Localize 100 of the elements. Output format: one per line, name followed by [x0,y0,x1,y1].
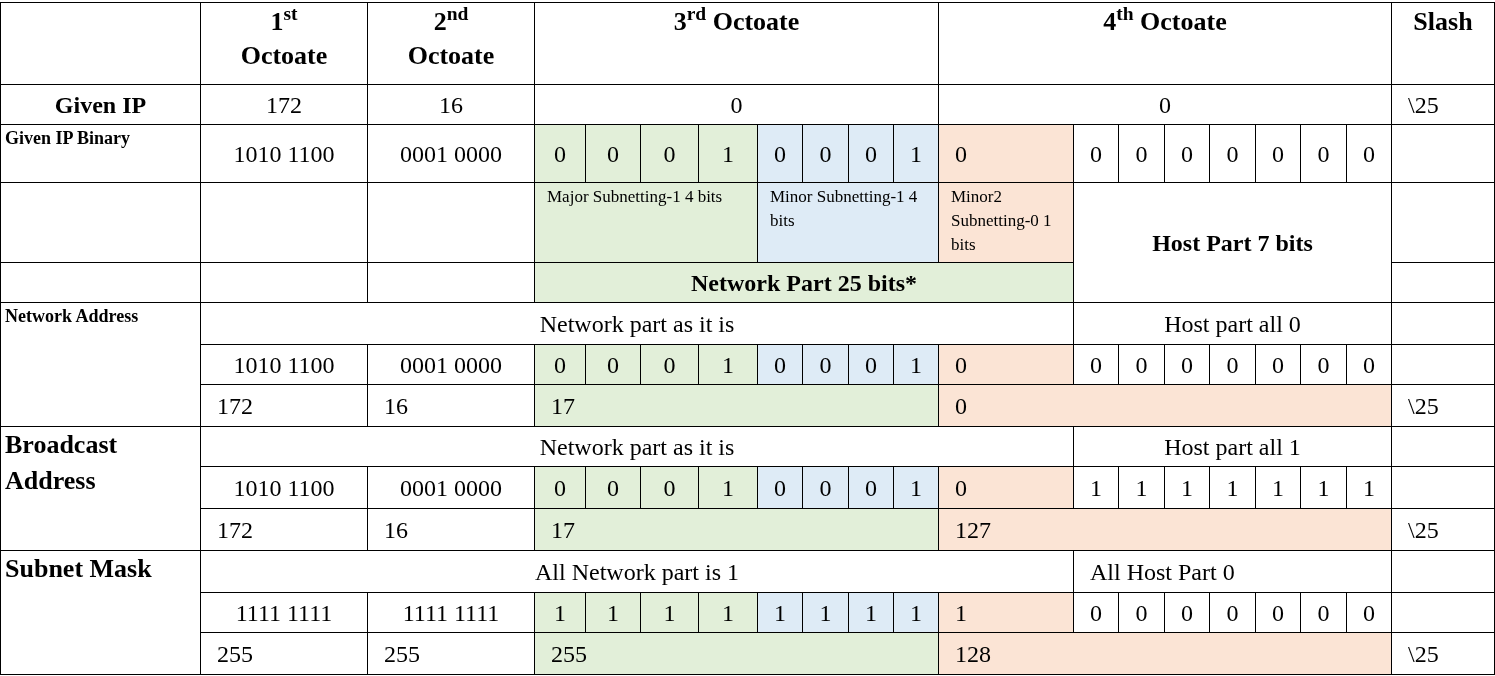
cell-text: 0 [819,350,832,380]
cell-text: Network part as it is [539,432,735,462]
cell-text: 1 [1363,473,1375,503]
cell-text: 1 [1181,473,1193,503]
cell-text: 0 [1363,139,1375,169]
cell-text: 0 [1181,598,1193,628]
cell-text: 0 [554,139,566,169]
row-label: Subnet Mask [5,553,152,585]
cell-text: 0 [955,139,967,169]
cell-text: 0 [1135,139,1148,169]
cell-text: Minor Subnetting-1 4 bits [770,186,919,232]
row-label: Network Address [5,305,139,327]
cell-text: 0 [607,473,619,503]
cell-text: 1 [910,598,922,628]
cell-text: 1 [554,598,566,628]
cell-text: 1111 1111 [402,598,500,628]
cell-text: 1 [607,598,619,628]
cell-text: 1 [722,139,734,169]
cell-text: 0001 0000 [400,139,502,169]
cell-text: 1 [819,598,832,628]
cell-text: 0 [1181,350,1193,380]
cell-text: 0 [1317,598,1330,628]
cell-text: All Network part is 1 [535,557,739,587]
column-header: 2$^{nd}$ Octoate [406,5,496,72]
cell-text: 0 [607,139,619,169]
cell-text: 0 [819,473,832,503]
cell-text: 1 [722,473,734,503]
cell-text: 172 [217,515,253,545]
row-label: Given IP [54,90,147,120]
cell-text: 1 [865,598,877,628]
cell-text: 0 [1317,139,1330,169]
cell-text: Minor2 Subnetting-0 1 bits [951,186,1053,256]
column-header: Slash [1413,6,1473,38]
cell-text: Host Part 7 bits [1152,228,1313,258]
cell-text: 0 [1272,598,1284,628]
cell-text: 0 [774,350,786,380]
cell-text: 0 [1226,139,1239,169]
column-header: 4$^{th}$ Octoate [1103,5,1227,38]
cell-text: All Host Part 0 [1090,557,1235,587]
cell-text: 0 [865,473,877,503]
cell-text: 0 [1135,598,1148,628]
cell-text: 1 [722,598,734,628]
cell-text: 0 [1226,350,1239,380]
cell-text: 0 [1363,598,1375,628]
cell-text: 0 [663,350,676,380]
cell-text: 17 [551,515,575,545]
cell-text: 17 [551,391,575,421]
cell-text: 16 [439,90,463,120]
cell-text: Host part all 0 [1164,309,1301,339]
cell-text: 0 [554,350,566,380]
cell-text: \25 [1408,639,1439,669]
cell-text: 0 [774,473,786,503]
cell-text: 1111 1111 [235,598,333,628]
cell-text: 0 [1090,598,1102,628]
cell-text: 255 [217,639,253,669]
cell-text: 127 [955,515,991,545]
cell-text: 1010 1100 [233,350,335,380]
cell-text: 255 [551,639,587,669]
cell-text: 0 [955,350,967,380]
cell-text: 0 [663,473,676,503]
row-label: Given IP Binary [5,127,130,149]
cell-text: 0 [1317,350,1330,380]
cell-text: 0 [1272,350,1284,380]
cell-text: 0 [607,350,619,380]
cell-text: 0 [1226,598,1239,628]
cell-text: 1 [1090,473,1102,503]
cell-text: 0 [1090,139,1102,169]
cell-text: 0 [955,473,967,503]
cell-text: 1 [1135,473,1148,503]
cell-text: 16 [384,391,408,421]
cell-text: 0001 0000 [400,350,502,380]
cell-text: 0 [1272,139,1284,169]
cell-text: 1 [1317,473,1330,503]
cell-text: 172 [266,90,302,120]
cell-text: 172 [217,391,253,421]
cell-text: 0 [663,139,676,169]
cell-text: 0 [955,391,967,421]
cell-text: 1 [663,598,676,628]
cell-text: 0 [1159,90,1171,120]
cell-text: 0001 0000 [400,473,502,503]
cell-text: \25 [1408,515,1439,545]
cell-text: 0 [819,139,832,169]
cell-text: Host part all 1 [1164,432,1301,462]
cell-text: 1 [722,350,734,380]
row-label: Broadcast Address [5,429,119,497]
cell-text: 1 [910,139,922,169]
cell-text: 0 [774,139,786,169]
cell-text: Major Subnetting-1 4 bits [547,186,723,208]
cell-text: 0 [865,139,877,169]
cell-text: 0 [1135,350,1148,380]
cell-text: 16 [384,515,408,545]
cell-text: 0 [730,90,743,120]
cell-text: 0 [865,350,877,380]
cell-text: 128 [955,639,991,669]
cell-text: Network Part 25 bits* [691,268,917,298]
cell-text: 255 [384,639,420,669]
cell-text: \25 [1408,90,1439,120]
cell-text: 0 [554,473,566,503]
cell-text: 1010 1100 [233,139,335,169]
cell-text: \25 [1408,391,1439,421]
